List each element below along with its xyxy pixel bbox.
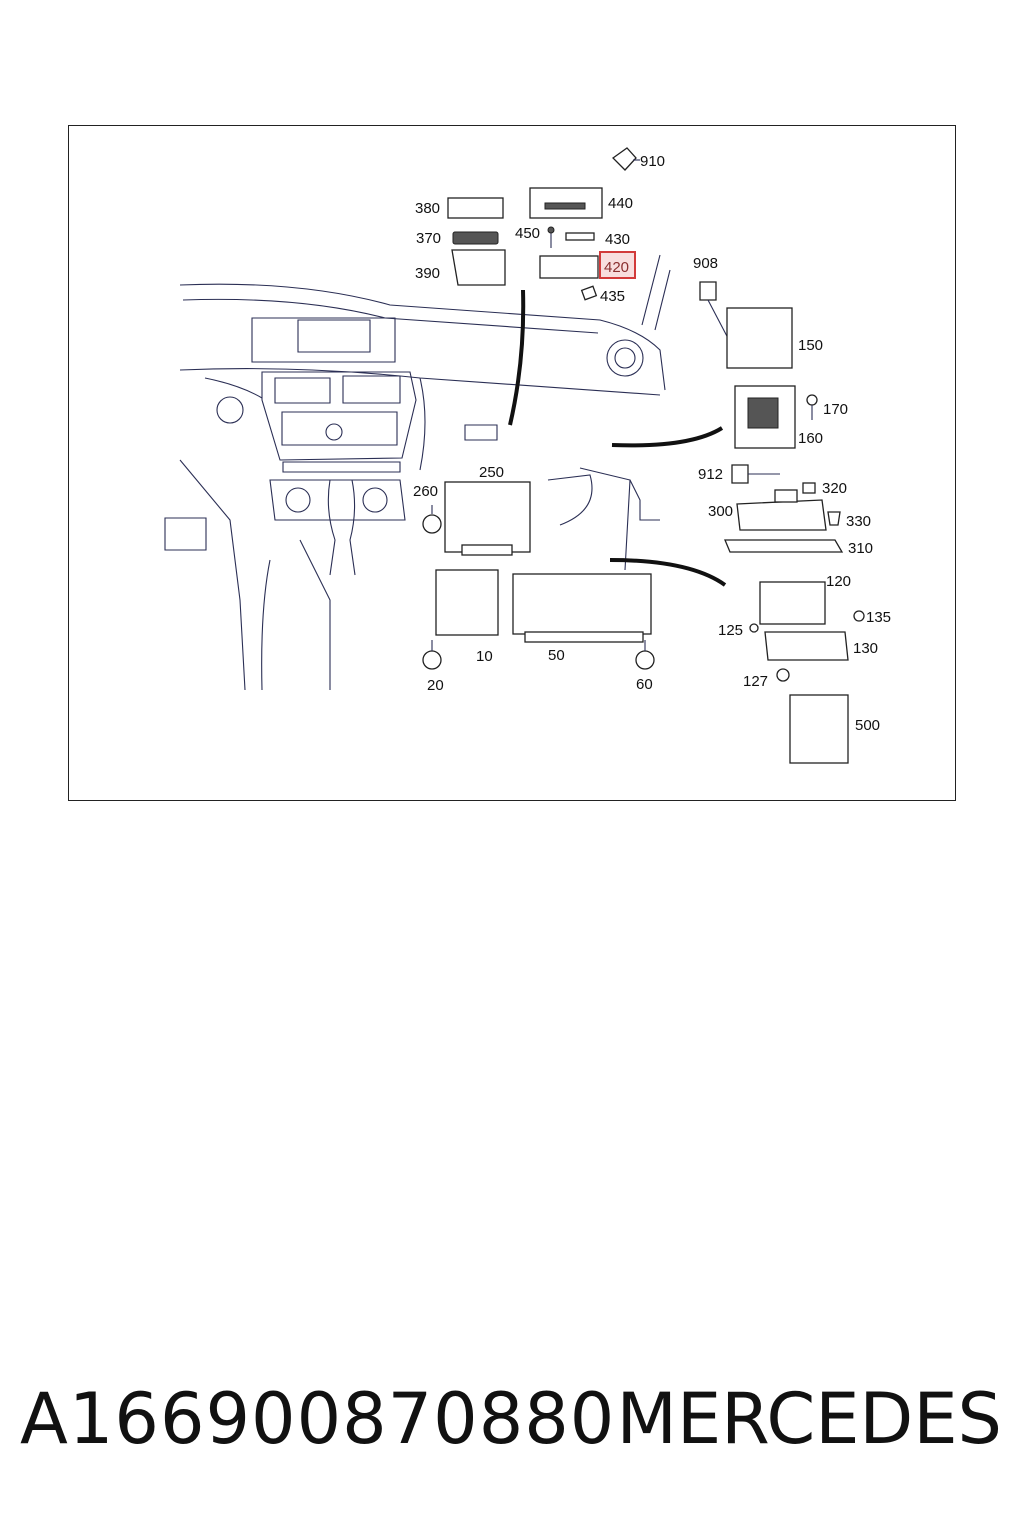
part-310	[724, 539, 844, 553]
part-908	[699, 281, 731, 343]
callout-310: 310	[848, 540, 873, 557]
callout-20: 20	[427, 677, 444, 694]
callout-440: 440	[608, 195, 633, 212]
part-320	[802, 482, 816, 494]
part-260	[422, 505, 442, 534]
part-135	[853, 610, 865, 622]
diagram-frame	[68, 125, 956, 801]
part-500	[789, 694, 849, 764]
part-170	[806, 394, 818, 420]
arrow-top-to-dash	[508, 289, 526, 426]
callout-370: 370	[416, 230, 441, 247]
callout-430: 430	[605, 231, 630, 248]
footer: A166900870880 MERCEDES	[0, 1378, 1024, 1468]
part-450	[547, 226, 555, 248]
callout-300: 300	[708, 503, 733, 520]
part-912	[731, 464, 780, 484]
arrow-120-to-center	[609, 558, 727, 587]
part-50	[512, 573, 652, 643]
callout-250: 250	[479, 464, 504, 481]
callout-10: 10	[476, 648, 493, 665]
part-130	[764, 631, 849, 661]
part-330	[827, 511, 841, 526]
part-380	[447, 197, 504, 219]
callout-320: 320	[822, 480, 847, 497]
callout-912: 912	[698, 466, 723, 483]
callout-160: 160	[798, 430, 823, 447]
callout-135: 135	[866, 609, 891, 626]
callout-908: 908	[693, 255, 718, 272]
part-250	[444, 481, 531, 556]
part-160	[734, 385, 796, 449]
part-number: A166900870880	[20, 1378, 616, 1460]
part-440	[529, 187, 603, 219]
part-910	[611, 147, 640, 171]
part-370	[452, 231, 499, 245]
part-390	[451, 249, 506, 286]
part-300	[736, 489, 827, 531]
callout-330: 330	[846, 513, 871, 530]
part-125	[749, 623, 759, 633]
part-430	[565, 232, 595, 241]
callout-260: 260	[413, 483, 438, 500]
part-120	[759, 581, 826, 625]
part-60	[635, 640, 655, 670]
callout-50: 50	[548, 647, 565, 664]
callout-435: 435	[600, 288, 625, 305]
part-150	[726, 307, 793, 369]
highlight-box	[599, 251, 636, 279]
callout-120: 120	[826, 573, 851, 590]
part-420	[539, 255, 599, 279]
callout-910: 910	[640, 153, 665, 170]
arrow-160-to-dash	[611, 426, 724, 448]
callout-150: 150	[798, 337, 823, 354]
callout-380: 380	[415, 200, 440, 217]
callout-130: 130	[853, 640, 878, 657]
dashboard-line-art	[164, 254, 671, 691]
part-20	[422, 640, 442, 670]
part-127	[776, 668, 790, 682]
part-435	[580, 285, 598, 301]
callout-420: 420	[604, 259, 629, 276]
part-10	[435, 569, 499, 636]
callout-125: 125	[718, 622, 743, 639]
callout-127: 127	[743, 673, 768, 690]
callout-500: 500	[855, 717, 880, 734]
callout-170: 170	[823, 401, 848, 418]
callout-450: 450	[515, 225, 540, 242]
callout-60: 60	[636, 676, 653, 693]
callout-390: 390	[415, 265, 440, 282]
brand-name: MERCEDES	[616, 1378, 1002, 1460]
